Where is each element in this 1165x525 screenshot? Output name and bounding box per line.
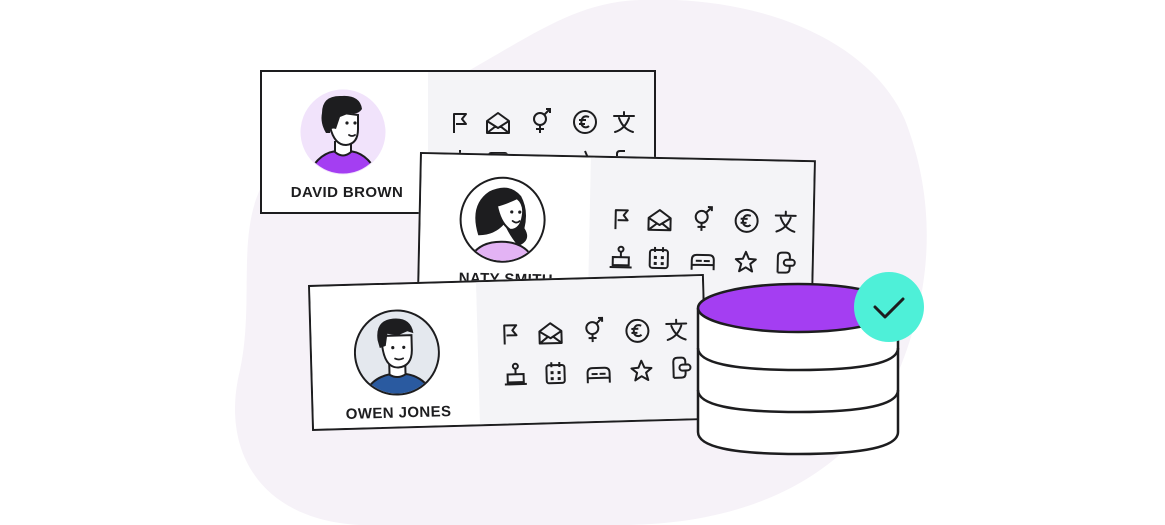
check-icon	[854, 272, 924, 342]
star-icon	[628, 357, 655, 384]
envelope-icon	[537, 320, 564, 347]
star-icon	[733, 249, 760, 276]
person-name: DAVID BROWN	[290, 184, 404, 201]
door-handle-icon	[611, 148, 637, 174]
man-avatar	[353, 309, 440, 396]
door-handle-icon	[771, 249, 798, 276]
calendar-icon	[646, 245, 673, 272]
flag-icon	[447, 110, 473, 136]
euro-icon	[733, 208, 760, 235]
euro-icon	[624, 317, 651, 344]
birthday-cake-icon	[502, 361, 529, 388]
database-icon	[696, 282, 900, 456]
door-handle-icon	[667, 354, 694, 381]
bed-icon	[585, 361, 612, 388]
language-icon	[663, 316, 690, 343]
woman-avatar	[459, 176, 546, 263]
calendar-icon	[542, 360, 569, 387]
envelope-icon	[646, 207, 673, 234]
profile-card-owen[interactable]: OWEN JONES	[308, 273, 708, 431]
language-icon	[611, 109, 637, 135]
flag-icon	[497, 321, 524, 348]
flag-icon	[608, 206, 635, 233]
gender-icon	[529, 108, 555, 134]
bed-icon	[690, 248, 717, 275]
gender-icon	[581, 316, 608, 344]
language-icon	[772, 208, 799, 235]
profile-card-naty[interactable]: NATY SMITH	[416, 152, 816, 307]
birthday-cake-icon	[608, 244, 635, 271]
gender-icon	[690, 206, 717, 233]
man-avatar	[300, 89, 386, 175]
euro-icon	[572, 109, 598, 135]
envelope-icon	[485, 110, 511, 136]
